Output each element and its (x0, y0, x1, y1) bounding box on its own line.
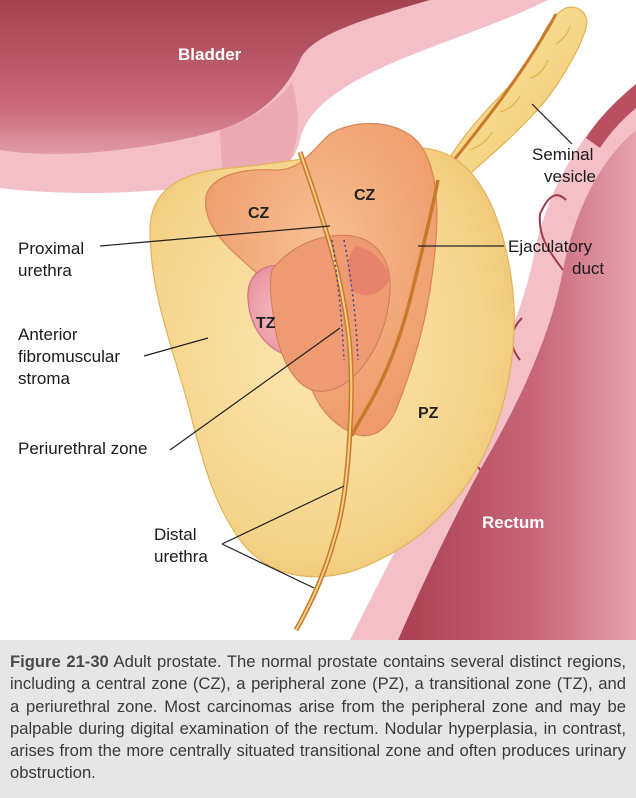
afs-label-3: stroma (18, 369, 71, 388)
distal-urethra-leader-1 (221, 485, 345, 545)
bladder-label: Bladder (178, 45, 242, 64)
periurethral-zone-label: Periurethral zone (18, 439, 147, 458)
figure-number: Figure 21-30 (10, 652, 109, 671)
cz-right-label: CZ (354, 187, 376, 204)
urethra (293, 151, 359, 632)
ejaculatory-duct (350, 179, 440, 437)
caption-text: Adult prostate. The normal prostate cont… (10, 652, 626, 783)
distal-urethra-label: Distal (154, 525, 197, 544)
rectum-label: Rectum (482, 513, 544, 532)
afs-label-2: fibromuscular (18, 347, 120, 366)
prostate-anatomy-illustration: Bladder Rectum CZ CZ TZ PZ Seminal vesic… (0, 0, 636, 640)
rectum (350, 84, 636, 640)
seminal-vesicle-leader (531, 103, 573, 145)
cz-left-label: CZ (248, 205, 270, 222)
proximal-urethra-label-2: urethra (18, 261, 72, 280)
proximal-urethra-label: Proximal (18, 239, 84, 258)
periurethral-zone-leader (169, 327, 341, 451)
ejaculatory-duct-label-2: duct (572, 259, 604, 278)
distal-urethra-label-2: urethra (154, 547, 208, 566)
pz-label: PZ (418, 405, 439, 422)
distal-urethra-leader-2 (221, 543, 315, 589)
proximal-urethra-leader (99, 225, 331, 247)
seminal-vesicle-label: Seminal (532, 145, 593, 164)
tz-label: TZ (256, 315, 276, 332)
ejaculatory-duct-label: Ejaculatory (508, 237, 593, 256)
figure-caption: Figure 21-30 Adult prostate. The normal … (10, 651, 626, 785)
caption-band: Figure 21-30 Adult prostate. The normal … (0, 640, 636, 798)
bladder (0, 0, 548, 193)
seminal-vesicle-label-2: vesicle (544, 167, 596, 186)
afs-label: Anterior (18, 325, 78, 344)
afs-leader (143, 337, 209, 357)
